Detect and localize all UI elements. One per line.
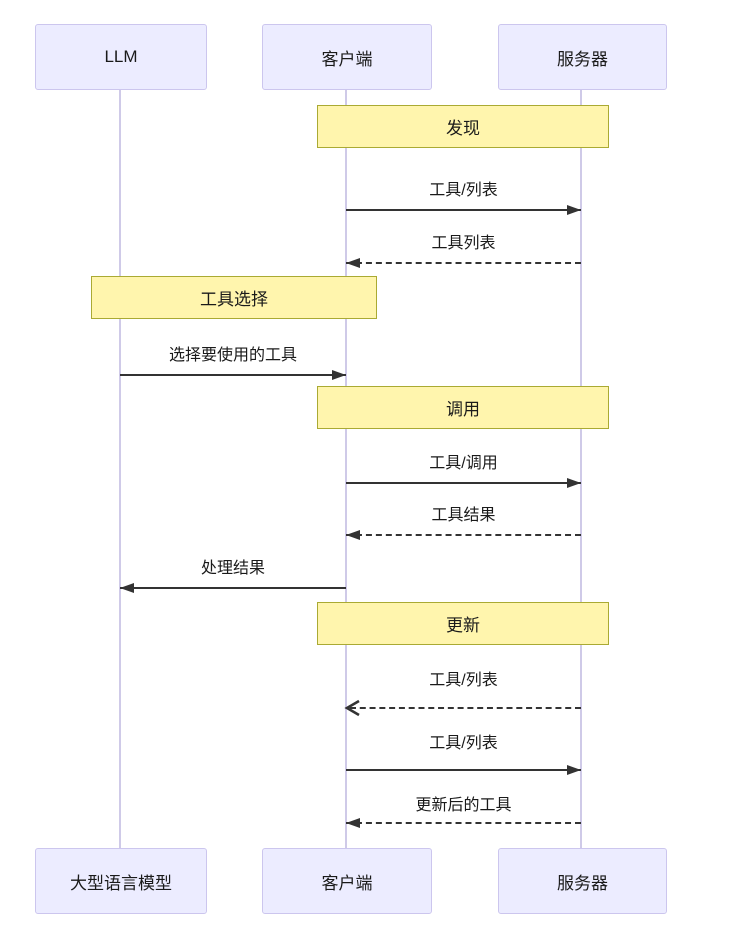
message-label: 工具/列表 [429, 182, 498, 199]
note-discovery: 发现 [317, 105, 609, 148]
message-line [346, 482, 581, 484]
note-update-label: 更新 [446, 616, 480, 635]
message-line [120, 374, 346, 376]
arrowhead-right-icon [567, 765, 581, 775]
lifeline-llm [119, 89, 121, 848]
note-tool-selection: 工具选择 [91, 276, 377, 319]
lifeline-client [345, 89, 347, 848]
actor-top-client-label: 客户端 [321, 49, 373, 69]
message-line [346, 822, 581, 824]
arrowhead-right-icon [567, 205, 581, 215]
note-invocation: 调用 [317, 386, 609, 429]
actor-bottom-server-label: 服务器 [557, 873, 608, 893]
message-line [346, 769, 581, 771]
arrowhead-open-left-icon [344, 699, 360, 717]
arrowhead-left-icon [346, 530, 360, 540]
message-label: 工具/调用 [429, 455, 498, 472]
message-label: 工具结果 [431, 507, 496, 524]
actor-bottom-llm: 大型语言模型 [35, 848, 207, 914]
actor-bottom-client: 客户端 [262, 848, 432, 914]
message-line [350, 707, 581, 709]
arrowhead-left-icon [120, 583, 134, 593]
message-line [346, 534, 581, 536]
message-label: 工具/列表 [429, 735, 498, 752]
message-label: 更新后的工具 [415, 797, 512, 814]
note-discovery-label: 发现 [446, 119, 480, 138]
lifeline-server [580, 89, 582, 848]
actor-top-server-label: 服务器 [557, 49, 608, 69]
arrowhead-right-icon [332, 370, 346, 380]
arrowhead-right-icon [567, 478, 581, 488]
actor-top-client: 客户端 [262, 24, 432, 90]
message-label: 选择要使用的工具 [168, 347, 297, 364]
note-tool-selection-label: 工具选择 [200, 290, 268, 309]
arrowhead-left-icon [346, 258, 360, 268]
actor-bottom-server: 服务器 [498, 848, 667, 914]
message-line [346, 209, 581, 211]
note-invocation-label: 调用 [446, 400, 480, 419]
actor-bottom-llm-label: 大型语言模型 [70, 873, 172, 893]
message-label: 处理结果 [200, 560, 265, 577]
actor-top-llm: LLM [35, 24, 207, 90]
message-label: 工具列表 [431, 235, 496, 252]
actor-bottom-client-label: 客户端 [321, 873, 373, 893]
message-label: 工具/列表 [429, 672, 498, 689]
message-line [346, 262, 581, 264]
actor-top-llm-label: LLM [104, 47, 138, 66]
note-update: 更新 [317, 602, 609, 645]
arrowhead-left-icon [346, 818, 360, 828]
actor-top-server: 服务器 [498, 24, 667, 90]
message-line [120, 587, 346, 589]
